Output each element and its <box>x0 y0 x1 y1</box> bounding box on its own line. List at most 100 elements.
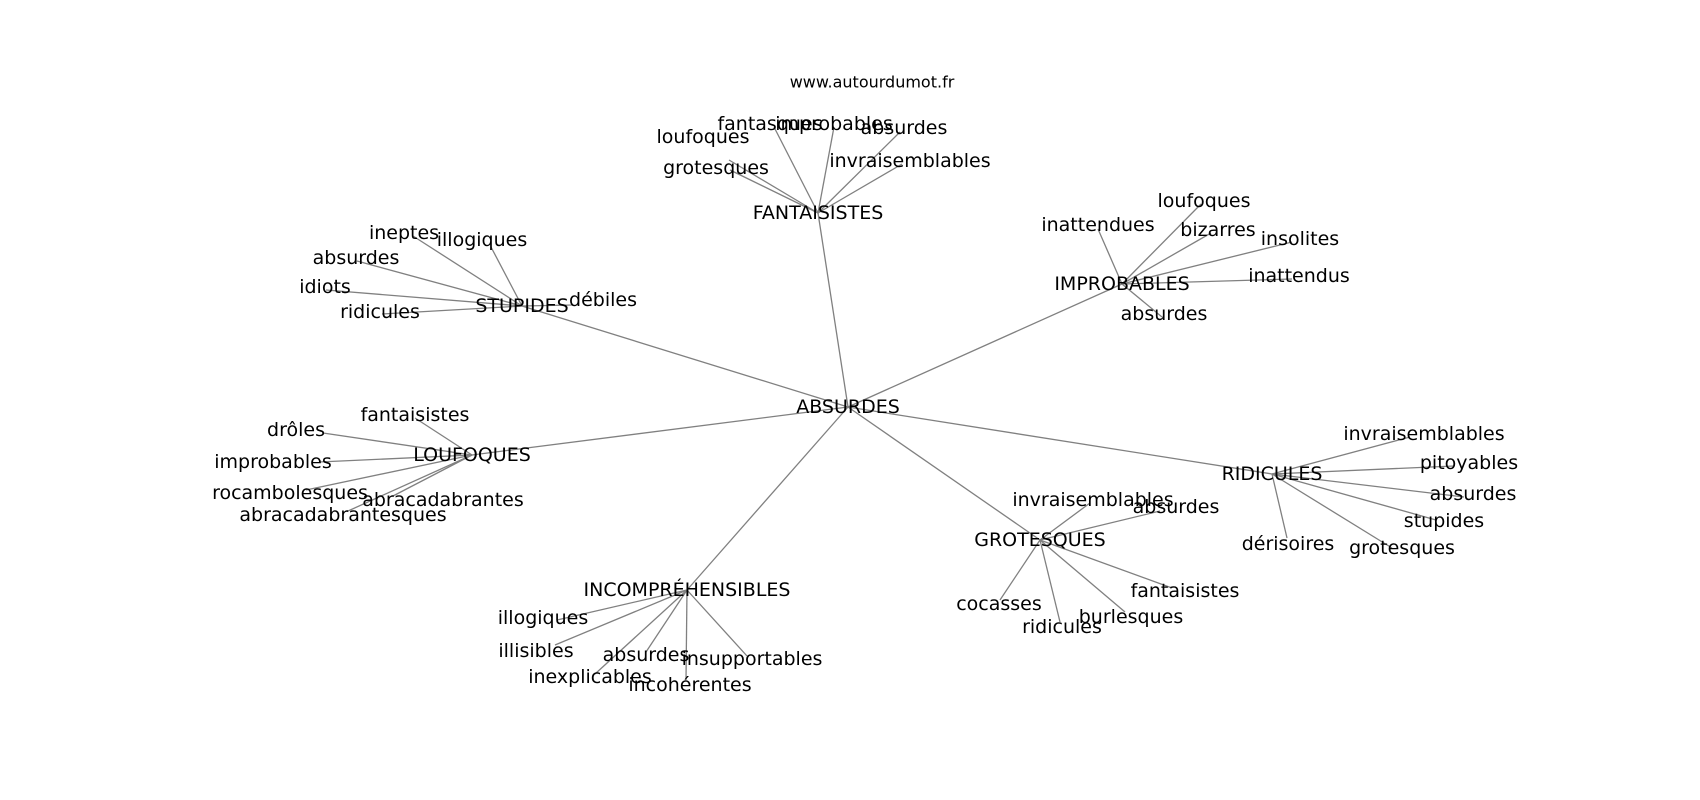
leaf-node-loufoques-1: drôles <box>267 419 325 441</box>
leaf-node-loufoques-2: improbables <box>214 451 332 473</box>
leaf-node-ridicules-5: dérisoires <box>1242 533 1335 555</box>
edge-incomprehensibles-3 <box>686 589 748 657</box>
edge-grotesques-1 <box>1039 510 1161 541</box>
edge-center-fantaisistes <box>817 212 849 408</box>
cluster-node-improbables: IMPROBABLES <box>1054 273 1189 295</box>
edge-loufoques-1 <box>322 432 473 456</box>
edge-grotesques-2 <box>1039 539 1173 589</box>
leaf-node-fantaisistes-2: improbables <box>775 113 893 135</box>
cluster-node-incomprehensibles: INCOMPRÉHENSIBLES <box>584 578 791 601</box>
edge-stupides-2 <box>356 260 523 307</box>
cluster-node-grotesques: GROTESQUES <box>974 529 1105 551</box>
leaf-node-incomprehensibles-1: illisibles <box>498 640 573 662</box>
edge-stupides-1 <box>490 246 523 307</box>
label-layer: ABSURDESFANTAISISTESloufoquesfantasquesi… <box>212 113 1518 696</box>
leaf-node-grotesques-1: absurdes <box>1133 496 1220 518</box>
leaf-node-stupides-2: absurdes <box>313 247 400 269</box>
edge-center-stupides <box>521 305 849 408</box>
leaf-node-ridicules-4: grotesques <box>1349 537 1455 559</box>
center-node-label: ABSURDES <box>796 396 900 418</box>
edge-center-ridicules <box>847 406 1273 475</box>
leaf-node-incomprehensibles-4: inexplicables <box>528 666 652 688</box>
leaf-node-loufoques-0: fantaisistes <box>361 404 470 426</box>
leaf-node-improbables-2: bizarres <box>1180 219 1255 241</box>
leaf-node-fantaisistes-4: grotesques <box>663 157 769 179</box>
leaf-node-stupides-3: idiots <box>299 276 351 298</box>
edge-incomprehensibles-4 <box>594 589 688 675</box>
edge-improbables-4 <box>1121 278 1293 285</box>
edge-loufoques-2 <box>318 454 473 463</box>
leaf-node-loufoques-5: abracadabrantesques <box>239 504 446 526</box>
leaf-node-ridicules-2: absurdes <box>1430 483 1517 505</box>
leaf-node-fantaisistes-1: fantasques <box>717 113 822 135</box>
cluster-node-ridicules: RIDICULES <box>1222 463 1323 485</box>
edge-ridicules-4 <box>1271 473 1393 549</box>
edge-grotesques-5 <box>999 539 1041 601</box>
leaf-node-loufoques-3: rocambolesques <box>212 482 368 504</box>
leaf-node-grotesques-3: burlesques <box>1079 606 1183 628</box>
edge-loufoques-5 <box>347 454 473 512</box>
cluster-node-stupides: STUPIDES <box>475 295 568 317</box>
edge-stupides-0 <box>412 235 523 307</box>
edge-ridicules-2 <box>1271 473 1465 498</box>
cluster-node-loufoques: LOUFOQUES <box>413 444 531 466</box>
edge-ridicules-3 <box>1271 473 1437 521</box>
leaf-node-incomprehensibles-3: insupportables <box>682 648 823 670</box>
source-watermark: www.autourdumot.fr <box>790 73 955 92</box>
leaf-node-stupides-0: ineptes <box>369 222 439 244</box>
edge-ridicules-5 <box>1271 473 1288 539</box>
edge-incomprehensibles-2 <box>645 589 688 653</box>
edge-improbables-0 <box>1097 228 1123 285</box>
edge-fantaisistes-1 <box>773 126 819 214</box>
leaf-node-stupides-1: illogiques <box>437 229 528 251</box>
leaf-node-stupides-5: débiles <box>569 289 637 311</box>
edge-fantaisistes-5 <box>817 163 903 214</box>
leaf-node-incomprehensibles-5: incohérentes <box>628 674 751 696</box>
leaf-node-grotesques-0: invraisemblables <box>1012 489 1173 511</box>
leaf-node-stupides-4: ridicules <box>340 301 420 323</box>
leaf-node-grotesques-4: ridicules <box>1022 616 1102 638</box>
edge-stupides-3 <box>325 289 523 307</box>
leaf-node-improbables-0: inattendues <box>1041 214 1154 236</box>
edge-center-incomprehensibles <box>686 406 849 591</box>
leaf-node-ridicules-0: invraisemblables <box>1343 423 1504 445</box>
edge-improbables-1 <box>1121 203 1202 285</box>
leaf-node-improbables-3: insolites <box>1261 228 1339 250</box>
edge-grotesques-3 <box>1039 539 1126 613</box>
leaf-node-fantaisistes-0: loufoques <box>657 126 750 148</box>
leaf-node-ridicules-1: pitoyables <box>1420 452 1518 474</box>
edge-center-grotesques <box>847 406 1041 541</box>
edge-ridicules-1 <box>1271 465 1455 475</box>
edge-grotesques-4 <box>1039 539 1061 623</box>
edge-improbables-2 <box>1121 232 1212 285</box>
edge-improbables-3 <box>1121 241 1293 285</box>
leaf-node-ridicules-3: stupides <box>1404 510 1484 532</box>
leaf-node-incomprehensibles-2: absurdes <box>603 644 690 666</box>
edge-stupides-4 <box>381 305 523 315</box>
leaf-node-loufoques-4: abracadabrantes <box>362 489 524 511</box>
edge-layer <box>305 126 1465 681</box>
leaf-node-improbables-5: absurdes <box>1121 303 1208 325</box>
leaf-node-improbables-1: loufoques <box>1158 190 1251 212</box>
edge-center-improbables <box>847 283 1123 408</box>
edge-fantaisistes-3 <box>817 131 901 214</box>
cluster-node-fantaisistes: FANTAISISTES <box>753 202 884 224</box>
edge-loufoques-3 <box>305 454 473 491</box>
edge-center-loufoques <box>471 406 849 456</box>
leaf-node-improbables-4: inattendus <box>1248 265 1350 287</box>
edge-incomprehensibles-0 <box>556 589 688 621</box>
leaf-node-fantaisistes-5: invraisemblables <box>829 150 990 172</box>
edge-stupides-5 <box>521 304 574 307</box>
edge-fantaisistes-0 <box>728 159 819 214</box>
edge-ridicules-0 <box>1271 436 1411 475</box>
edge-loufoques-4 <box>392 454 473 497</box>
edge-incomprehensibles-1 <box>554 589 688 646</box>
edge-loufoques-0 <box>414 417 473 456</box>
edge-incomprehensibles-5 <box>685 589 688 681</box>
edge-fantaisistes-4 <box>729 169 819 214</box>
edge-grotesques-0 <box>1039 502 1091 541</box>
leaf-node-grotesques-2: fantaisistes <box>1131 580 1240 602</box>
leaf-node-fantaisistes-3: absurdes <box>861 117 948 139</box>
leaf-node-grotesques-5: cocasses <box>956 593 1042 615</box>
